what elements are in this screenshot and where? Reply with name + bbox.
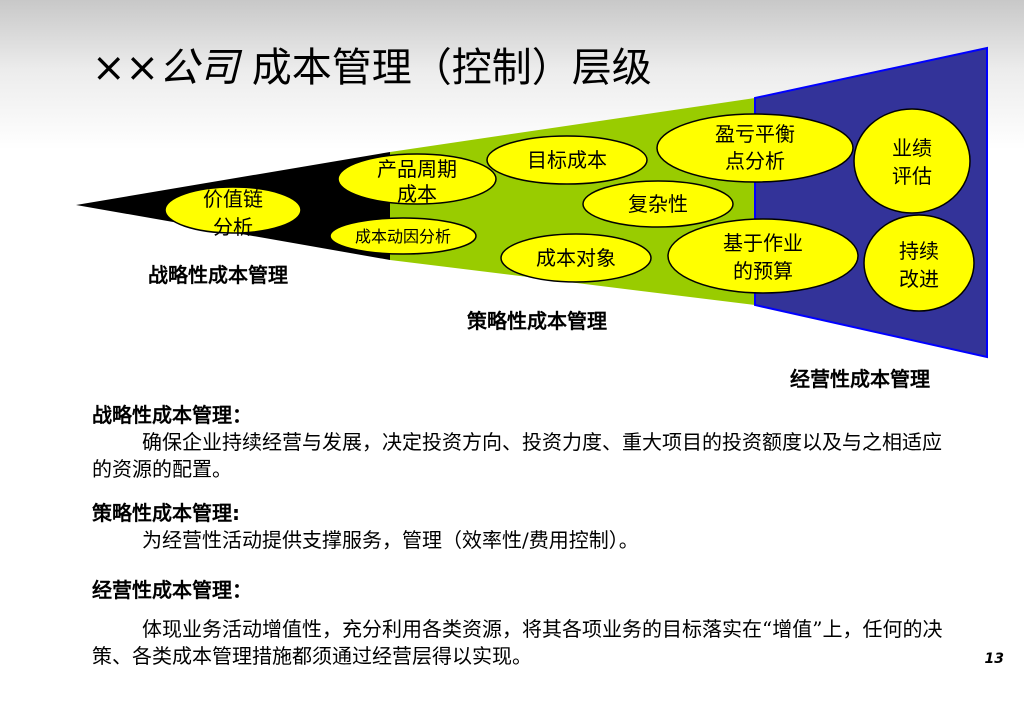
svg-text:盈亏平衡点分析: 盈亏平衡点分析 [715,122,795,173]
svg-text:成本动因分析: 成本动因分析 [355,227,451,246]
node-activity-budget-line1: 基于作业 [723,231,803,255]
desc-tactical: 策略性成本管理: 为经营性活动提供支撑服务，管理（效率性/费用控制）。 [92,500,952,554]
node-value-chain: 价值链分析 [164,186,302,239]
svg-text:价值链分析: 价值链分析 [203,187,263,239]
level-label-operational: 经营性成本管理 [790,367,930,391]
node-value-chain-line1: 价值链 [203,187,263,211]
desc-tactical-heading: 策略性成本管理: [92,501,240,525]
node-improvement-line1: 持续 [899,239,939,263]
node-improvement-line2: 改进 [899,267,939,291]
node-target-cost: 目标成本 [486,135,648,185]
svg-text:持续改进: 持续改进 [899,239,939,291]
desc-operational: 经营性成本管理： 体现业务活动增值性，充分利用各类资源，将其各项业务的目标落实在… [92,577,952,670]
svg-text:业绩评估: 业绩评估 [892,136,932,188]
desc-strategic-heading: 战略性成本管理： [92,403,252,427]
operational-segment [754,46,988,359]
slide-title: ××公司 成本管理（控制）层级 [92,40,652,96]
node-breakeven-line1: 盈亏平衡 [715,122,795,146]
node-activity-budget-line2: 的预算 [733,259,793,283]
cost-level-diagram: 价值链分析 产品周期成本 成本动因分析 目标成本 复杂性 成本对象 盈亏平衡点分… [76,46,988,391]
level-label-tactical: 策略性成本管理 [467,309,607,333]
page-number: 13 [984,651,1004,667]
node-value-chain-line2: 分析 [213,215,253,239]
node-cost-driver: 成本动因分析 [329,217,477,255]
node-breakeven: 盈亏平衡点分析 [656,113,854,183]
node-performance-line2: 评估 [892,164,932,188]
title-prefix: ××公司 [92,45,240,91]
title-main: 成本管理（控制）层级 [251,45,652,91]
node-cost-object: 成本对象 [500,233,652,283]
desc-strategic: 战略性成本管理： 确保企业持续经营与发展，决定投资方向、投资力度、重大项目的投资… [92,402,952,483]
svg-text:复杂性: 复杂性 [628,192,688,216]
level-label-strategic: 战略性成本管理 [148,263,288,287]
svg-text:目标成本: 目标成本 [527,148,607,172]
node-complexity-label: 复杂性 [628,192,688,216]
desc-strategic-body: 确保企业持续经营与发展，决定投资方向、投资力度、重大项目的投资额度以及与之相适应… [92,430,942,481]
node-breakeven-line2: 点分析 [725,149,785,173]
svg-text:产品周期成本: 产品周期成本 [377,157,457,206]
node-product-lifecycle: 产品周期成本 [337,153,497,206]
desc-operational-body: 体现业务活动增值性，充分利用各类资源，将其各项业务的目标落实在“增值”上，任何的… [92,617,943,668]
svg-text:成本对象: 成本对象 [536,246,616,270]
node-improvement: 持续改进 [863,214,975,312]
node-product-lifecycle-line1: 产品周期 [377,157,457,181]
node-activity-budget: 基于作业的预算 [667,218,859,294]
node-complexity: 复杂性 [582,180,734,228]
node-product-lifecycle-line2: 成本 [397,182,437,206]
node-performance-line1: 业绩 [892,136,932,160]
node-cost-driver-label: 成本动因分析 [355,227,451,246]
node-target-cost-label: 目标成本 [527,148,607,172]
node-cost-object-label: 成本对象 [536,246,616,270]
node-performance: 业绩评估 [853,108,971,214]
svg-text:基于作业的预算: 基于作业的预算 [723,231,803,283]
desc-operational-heading: 经营性成本管理： [92,578,252,602]
desc-tactical-body: 为经营性活动提供支撑服务，管理（效率性/费用控制）。 [142,528,639,552]
